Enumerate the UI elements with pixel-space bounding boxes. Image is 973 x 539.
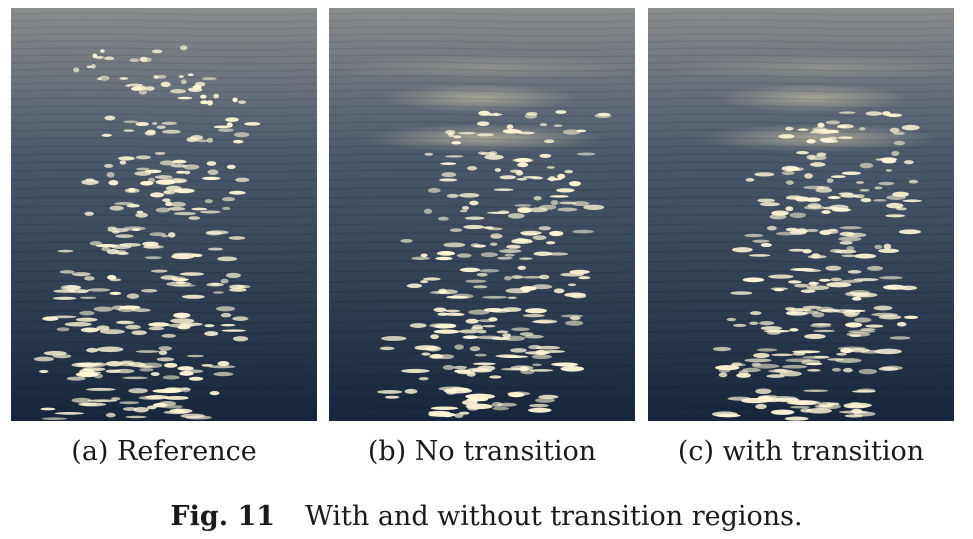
- figure-label: Fig. 11: [170, 501, 276, 532]
- panel-reference-image: [11, 8, 317, 421]
- figure-caption-text: With and without transition regions.: [305, 501, 803, 532]
- subcaption-c: (c) with transition: [677, 436, 925, 467]
- panel-no-transition-image: [329, 8, 635, 421]
- subcaption-b: (b) No transition: [367, 436, 597, 467]
- figure-caption: Fig. 11 With and without transition regio…: [0, 497, 973, 537]
- water-reflection-image-c: [648, 8, 954, 421]
- subcaption-a: (a) Reference: [71, 436, 257, 467]
- water-reflection-image-b: [329, 8, 635, 421]
- water-reflection-image-a: [11, 8, 317, 421]
- panel-with-transition-image: [648, 8, 954, 421]
